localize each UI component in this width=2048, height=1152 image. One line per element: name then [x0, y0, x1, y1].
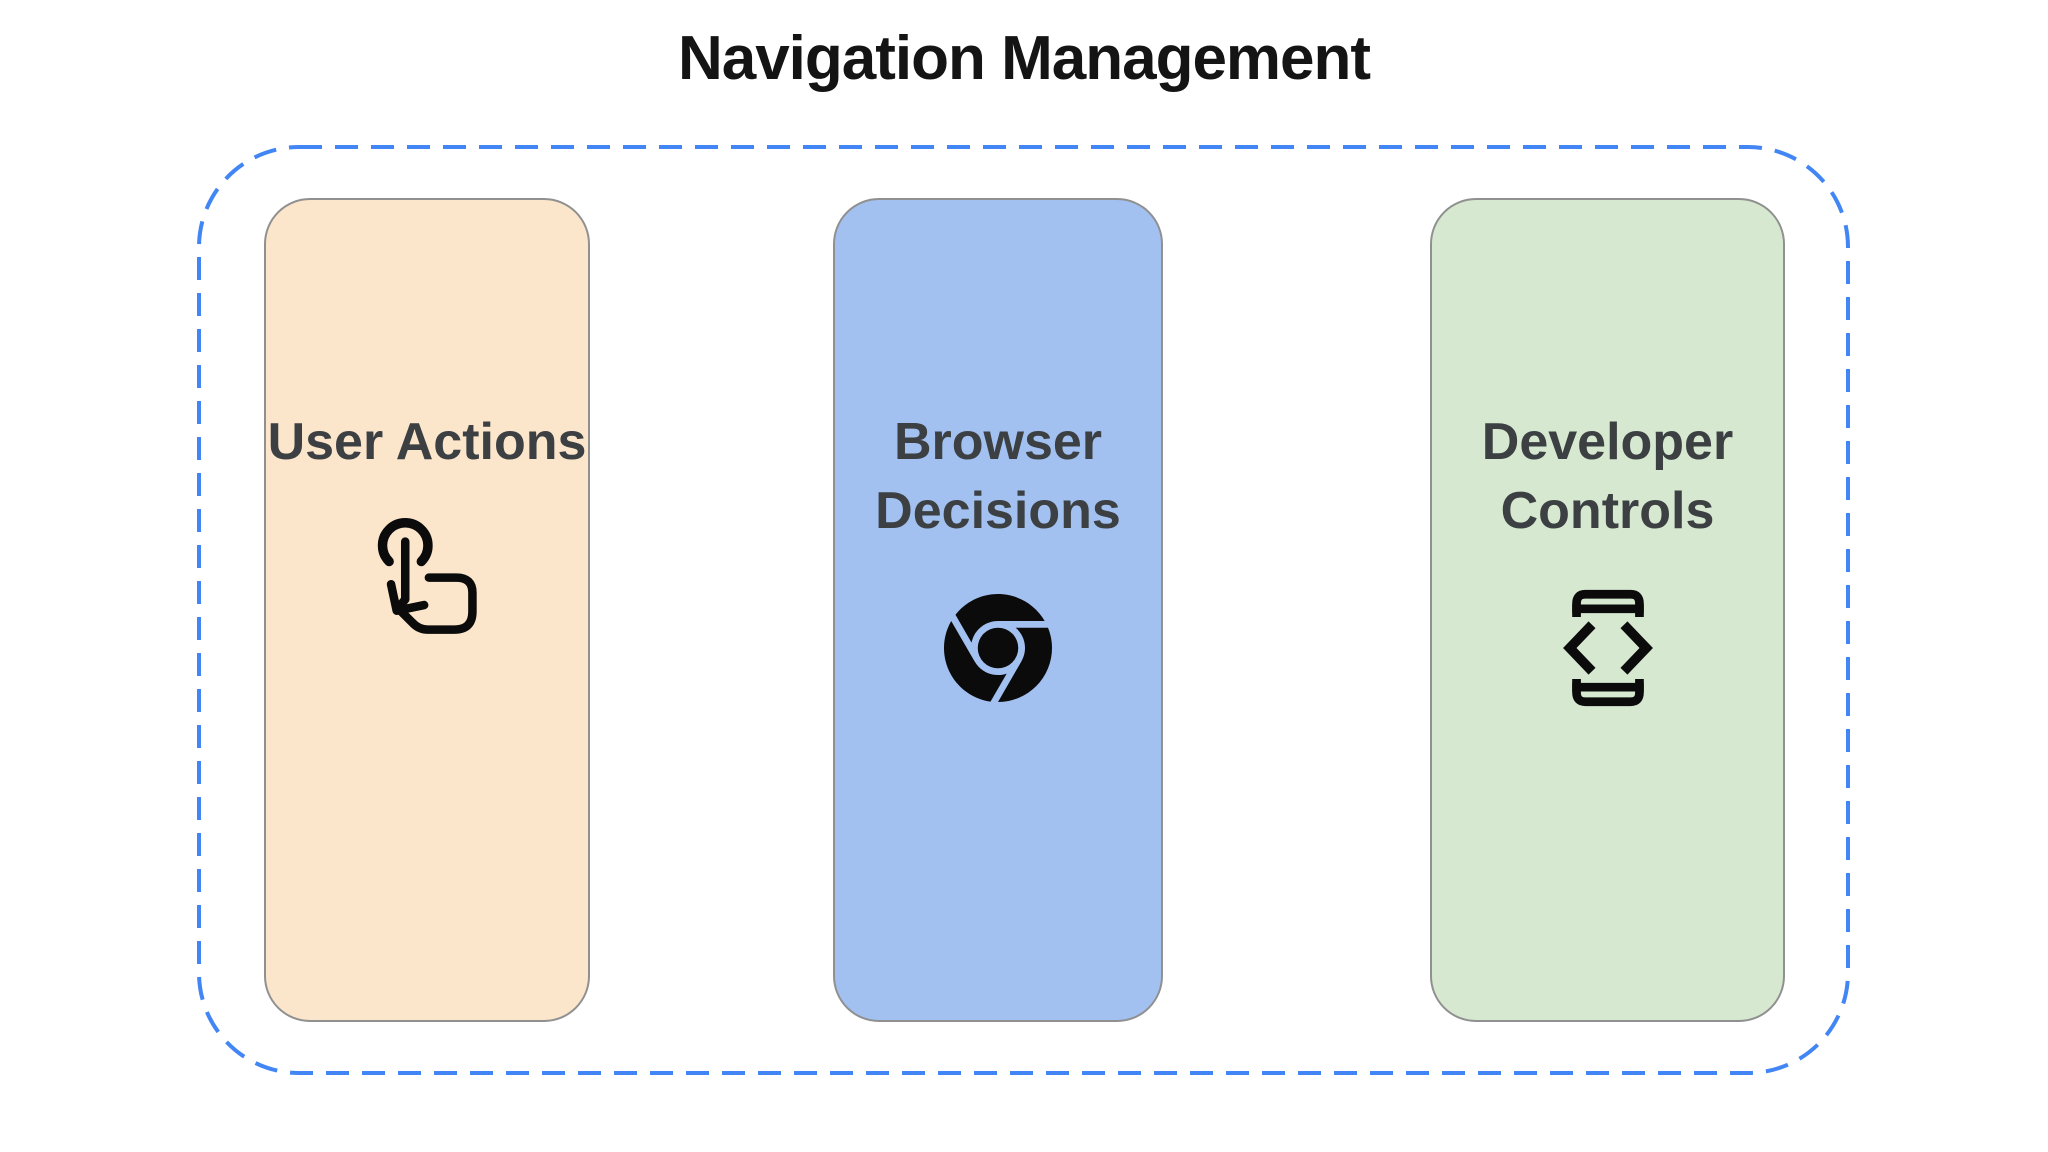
- card-developer-controls-label: Developer Controls: [1481, 413, 1734, 540]
- developer-mode-icon-svg: [1562, 589, 1653, 707]
- tap-gesture-icon-svg: [377, 517, 477, 634]
- chrome-browser-icon-svg: [944, 594, 1052, 702]
- card-browser-decisions: Browser Decisions: [833, 198, 1163, 1022]
- chrome-browser-icon: [944, 582, 1052, 714]
- card-browser-decisions-label: Browser Decisions: [875, 413, 1121, 540]
- developer-mode-icon: [1562, 582, 1653, 714]
- card-user-actions: User Actions: [264, 198, 590, 1022]
- card-developer-controls: Developer Controls: [1430, 198, 1785, 1022]
- tap-gesture-icon: [374, 513, 480, 645]
- page-title: Navigation Management: [677, 24, 1371, 93]
- card-user-actions-label: User Actions: [267, 413, 587, 471]
